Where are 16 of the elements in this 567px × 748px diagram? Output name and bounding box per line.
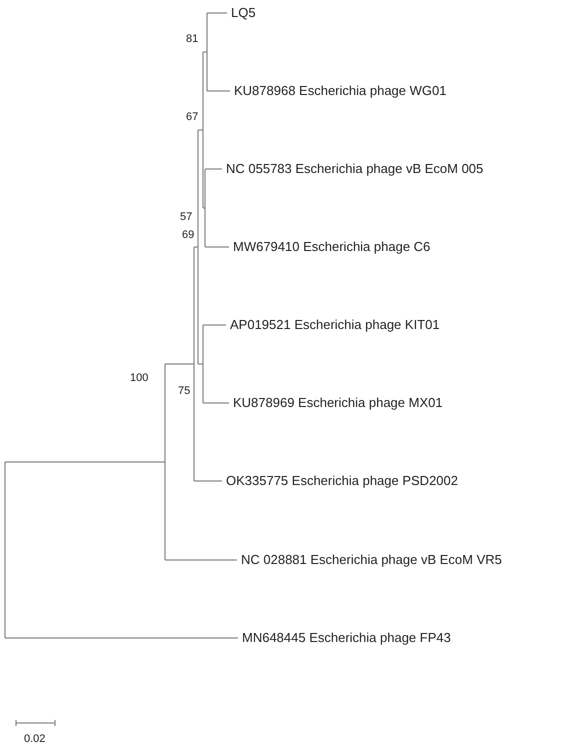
scale-bar-label: 0.02 bbox=[24, 734, 46, 745]
taxon-label: NC 055783 Escherichia phage vB EcoM 005 bbox=[226, 162, 484, 175]
taxon-label: OK335775 Escherichia phage PSD2002 bbox=[226, 474, 458, 487]
bootstrap-value: 69 bbox=[182, 230, 194, 241]
bootstrap-value: 100 bbox=[130, 372, 148, 384]
taxon-label: MN648445 Escherichia phage FP43 bbox=[242, 630, 451, 644]
taxon-label: MW679410 Escherichia phage C6 bbox=[233, 240, 430, 253]
bootstrap-value: 81 bbox=[186, 34, 198, 45]
bootstrap-value: 57 bbox=[180, 212, 192, 223]
bootstrap-value: 75 bbox=[178, 386, 190, 397]
taxon-label: NC 028881 Escherichia phage vB EcoM VR5 bbox=[241, 552, 502, 566]
taxon-label: AP019521 Escherichia phage KIT01 bbox=[230, 318, 440, 331]
bootstrap-value: 67 bbox=[186, 112, 198, 123]
taxon-label: KU878969 Escherichia phage MX01 bbox=[233, 396, 443, 409]
taxon-label: KU878968 Escherichia phage WG01 bbox=[234, 84, 446, 97]
taxon-label: LQ5 bbox=[231, 6, 256, 19]
